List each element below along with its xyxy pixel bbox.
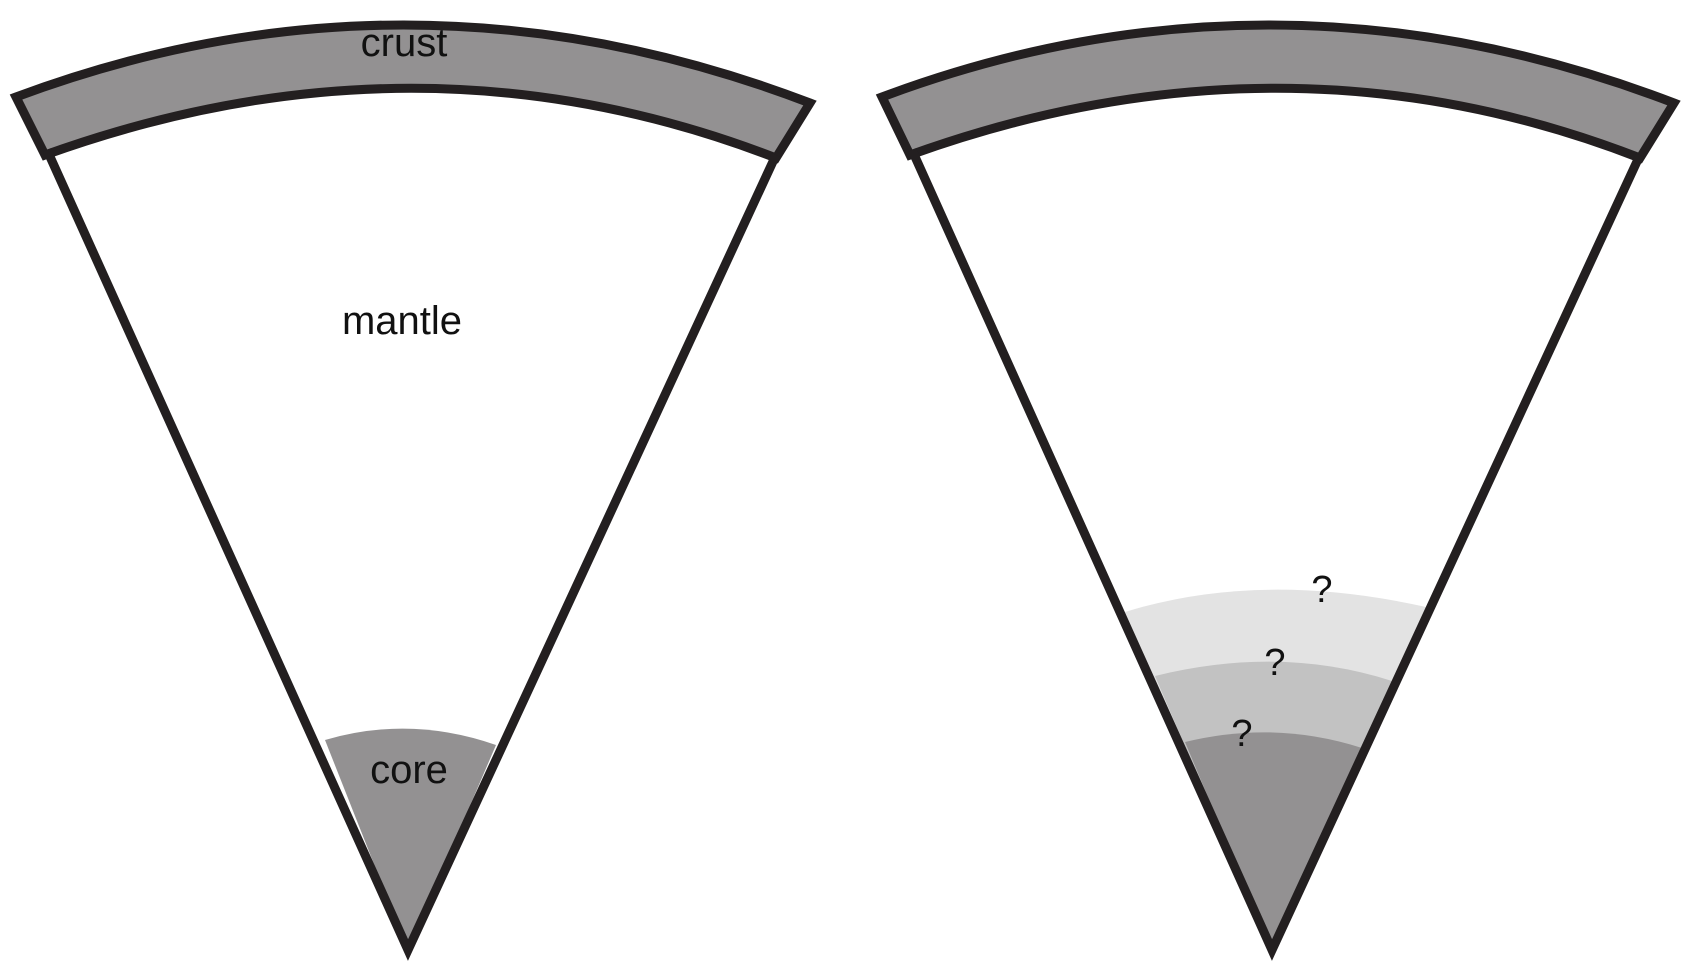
right-wedge-outline bbox=[907, 148, 1645, 961]
left-wedge-outline bbox=[42, 148, 781, 961]
left-mantle-region bbox=[50, 86, 776, 950]
unknown-inner-label: ? bbox=[1231, 713, 1252, 755]
unknown-middle-label: ? bbox=[1264, 642, 1285, 684]
right-wedge: ? ? ? bbox=[875, 20, 1681, 961]
crust-label: crust bbox=[361, 21, 448, 65]
right-interior-region bbox=[915, 86, 1640, 950]
left-crust-band bbox=[9, 20, 817, 164]
mantle-label: mantle bbox=[342, 299, 462, 343]
core-label: core bbox=[370, 748, 448, 792]
left-core-region bbox=[325, 728, 496, 950]
right-crust-band bbox=[875, 20, 1681, 164]
unknown-outer-label: ? bbox=[1311, 569, 1332, 611]
right-layer-inner bbox=[1185, 732, 1362, 950]
left-wedge: crust mantle core bbox=[9, 20, 817, 961]
